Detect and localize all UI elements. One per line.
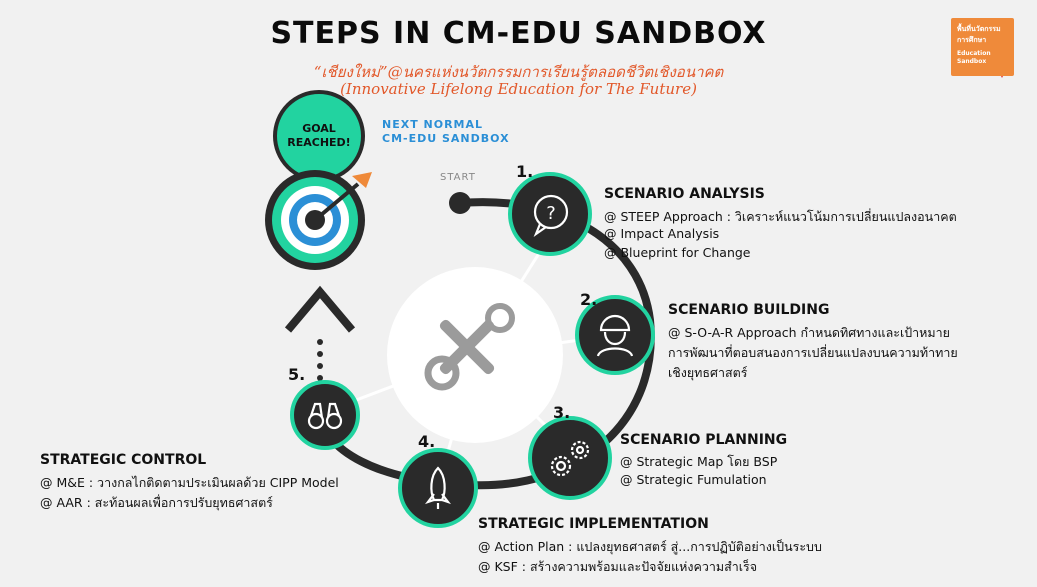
step-4-line-1: @ Action Plan : แปลงยุทธศาสตร์ สู่...การ…: [478, 539, 822, 554]
step-2-title: SCENARIO BUILDING: [668, 302, 830, 318]
education-sandbox-badge: พื้นที่นวัตกรรม การศึกษา Education Sandb…: [951, 18, 1014, 76]
step-1-line-2: @ Impact Analysis: [604, 226, 720, 241]
badge-line-4: Sandbox: [957, 58, 987, 65]
question-bubble-icon: ?: [533, 194, 569, 238]
step-5-line-1: @ M&E : วางกลไกติดตามประเมินผลด้วย CIPP …: [40, 475, 339, 490]
step-node-4[interactable]: [398, 448, 478, 528]
gears-icon: [550, 440, 590, 477]
step-node-3[interactable]: [528, 416, 612, 500]
badge-line-3: Education: [957, 50, 991, 57]
next-normal-line-1: NEXT NORMAL: [382, 118, 484, 131]
step-5-line-2: @ AAR : สะท้อนผลเพื่อการปรับยุทธศาสตร์: [40, 495, 273, 510]
step-1-number: 1.: [516, 162, 534, 181]
step-5-title: STRATEGIC CONTROL: [40, 452, 207, 468]
rocket-icon: [425, 466, 451, 509]
binoculars-icon: [307, 402, 343, 430]
start-label: START: [440, 172, 476, 183]
step-3-line-2: @ Strategic Fumulation: [620, 472, 767, 487]
target-icon: [265, 170, 372, 270]
step-3-title: SCENARIO PLANNING: [620, 432, 788, 448]
worker-helmet-icon: [596, 314, 634, 357]
dotted-path: [317, 339, 323, 381]
step-2-line-1: @ S-O-A-R Approach กำหนดทิศทางและเป้าหมา…: [668, 325, 951, 340]
subtitle-english: (Innovative Lifelong Education for The F…: [340, 80, 697, 98]
step-3-line-1: @ Strategic Map โดย BSP: [620, 454, 778, 469]
step-2-line-3: เชิงยุทธศาสตร์: [668, 365, 748, 380]
step-node-1[interactable]: ?: [508, 172, 592, 256]
step-1-line-1: @ STEEP Approach : วิเคราะห์แนวโน้มการเป…: [604, 209, 957, 224]
step-2-number: 2.: [580, 290, 598, 309]
subtitle-thai: “เชียงใหม่”@นครแห่งนวัตกรรมการเรียนรู้ตล…: [313, 63, 724, 81]
step-1-line-3: @ Blueprint for Change: [604, 245, 751, 260]
badge-line-2: การศึกษา: [957, 36, 987, 44]
step-1-title: SCENARIO ANALYSIS: [604, 186, 765, 202]
start-dot: [449, 192, 471, 214]
tools-icon: [424, 303, 515, 391]
step-node-2[interactable]: [575, 295, 655, 375]
svg-text:?: ?: [546, 203, 556, 224]
badge-line-1: พื้นที่นวัตกรรม: [957, 25, 1001, 33]
step-5-number: 5.: [288, 365, 306, 384]
next-normal-line-2: CM-EDU SANDBOX: [382, 132, 510, 145]
step-4-number: 4.: [418, 432, 436, 451]
step-3-number: 3.: [553, 403, 571, 422]
page-title: STEPS IN CM-EDU SANDBOX: [270, 16, 767, 51]
step-2-line-2: การพัฒนาที่ตอบสนองการเปลี่ยนแปลงบนความท้…: [668, 345, 958, 360]
step-node-5[interactable]: [290, 380, 360, 450]
step-4-line-2: @ KSF : สร้างความพร้อมและปัจจัยแห่งความส…: [478, 559, 758, 574]
up-arrow-icon: [284, 285, 356, 333]
goal-label: GOAL REACHED!: [287, 122, 351, 149]
step-4-title: STRATEGIC IMPLEMENTATION: [478, 516, 709, 532]
